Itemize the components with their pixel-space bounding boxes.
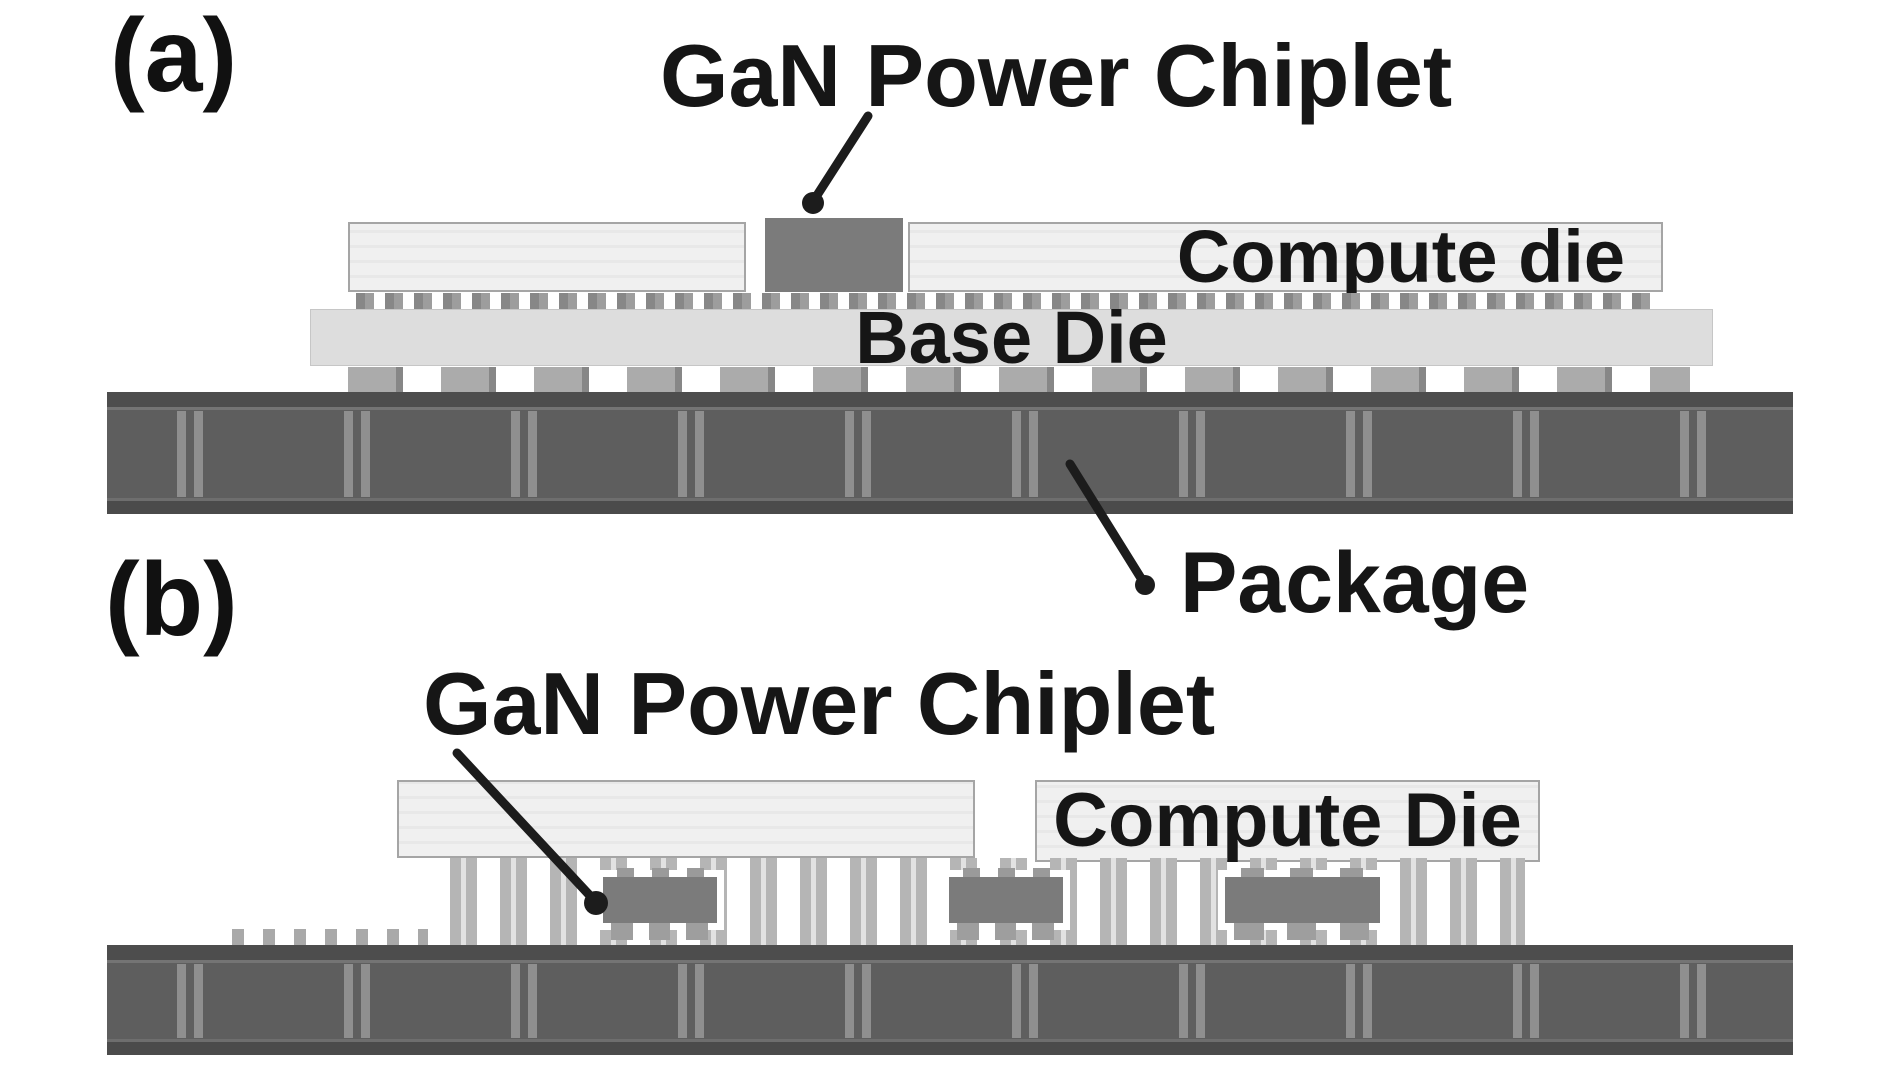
panel-b-gan-chiplet-1 (603, 868, 717, 940)
panel-a-left-compute-die (348, 222, 746, 292)
panel-b-package-bottom-layer (107, 1039, 1793, 1055)
chiplet-top-bump (652, 868, 670, 877)
panel-a-base-die: Base Die (310, 300, 1713, 374)
chiplet-bottom-bump (956, 923, 979, 940)
panel-a-compute-die-label: Compute die (1176, 215, 1625, 298)
chiplet-top-bump (687, 868, 705, 877)
panel-a-package-bottom-layer (107, 498, 1793, 514)
chiplet-top-bump (998, 868, 1016, 877)
chiplet-top-bump (1033, 868, 1051, 877)
chiplet-bottom-bump (994, 923, 1017, 940)
panel-b-compute-die-label: Compute Die (1053, 778, 1522, 863)
panel-a-microbump-row (356, 293, 1658, 309)
chiplet-bottom-bump (610, 923, 633, 940)
chiplet-bottom-bump (648, 923, 671, 940)
panel-a-base-die-label: Base Die (855, 295, 1168, 379)
panel-a-right-compute-die: Compute die (908, 220, 1663, 294)
chiplet-top-bump (616, 868, 634, 877)
chiplet-bottom-bump (1339, 923, 1370, 940)
chiplet-top-bump (1339, 868, 1363, 877)
panel-a-c4-bump-row (348, 367, 1690, 392)
panel-a-gan-power-chiplet-label: GaN Power Chiplet (660, 26, 1453, 125)
panel-a-gan-chiplet (765, 218, 903, 292)
panel-b-package-via-pattern (107, 964, 1793, 1038)
panel-a-compute-die-label-wrap: Compute die (910, 220, 1661, 294)
panel-b-stub-bump-row (232, 929, 428, 946)
panel-b-gan-chiplet-2 (949, 868, 1063, 940)
chiplet-top-bump (1290, 868, 1314, 877)
panel-b-marker: (b) (105, 542, 238, 658)
panel-b-gan-power-chiplet-label: GaN Power Chiplet (423, 654, 1216, 753)
panel-a-gan-leader-line (809, 111, 873, 205)
chiplet-top-bump (962, 868, 980, 877)
chiplet-bottom-bump (686, 923, 708, 940)
chiplet-bottom-bump (1287, 923, 1317, 940)
panel-b-left-compute-die (397, 780, 975, 858)
chiplet-bottom-bump (1032, 923, 1054, 940)
panel-b-gan-chiplet-3 (1225, 868, 1380, 940)
panel-a-package-leader-dot (1135, 575, 1155, 595)
panel-a-package-via-pattern (107, 411, 1793, 497)
panel-a-package-label: Package (1180, 535, 1530, 631)
panel-b-right-compute-die: Compute Die (1035, 780, 1540, 862)
chiplet-bottom-bump (1234, 923, 1264, 940)
panel-a-package-top-layer (107, 392, 1793, 410)
panel-b-package (107, 945, 1793, 1055)
panel-a-package (107, 392, 1793, 514)
chiplet-top-bump (1240, 868, 1264, 877)
panel-b-compute-die-label-wrap: Compute Die (1037, 782, 1538, 860)
panel-a-gan-leader-dot (802, 192, 824, 214)
panel-a-marker: (a) (110, 0, 238, 114)
panel-b-package-top-layer (107, 945, 1793, 963)
